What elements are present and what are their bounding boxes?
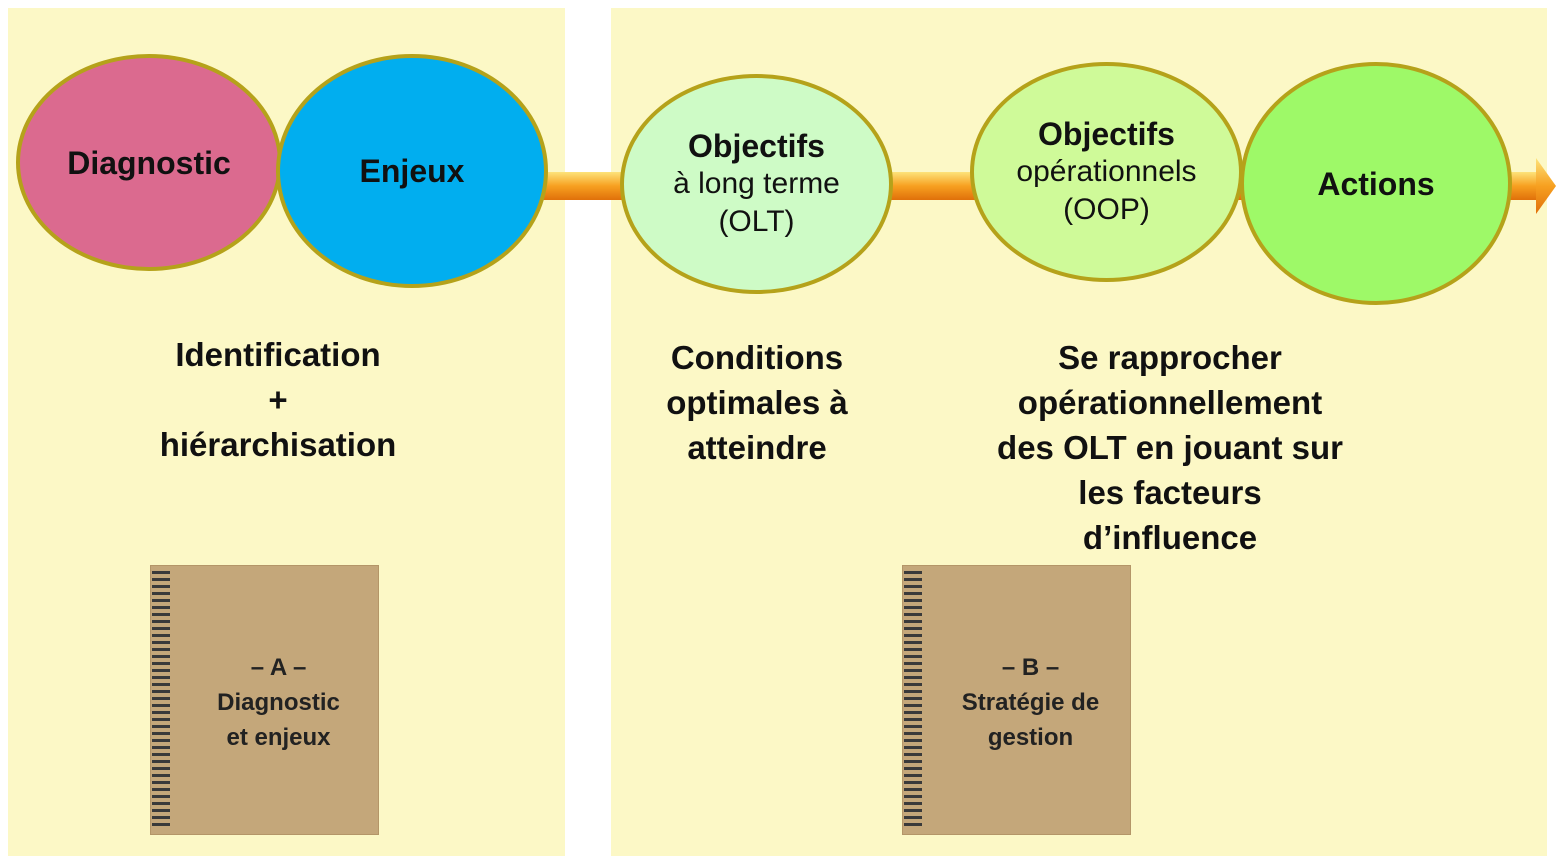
caption-line: des OLT en jouant sur	[997, 429, 1343, 466]
olt-line2: (OLT)	[718, 205, 795, 238]
caption-line: Identification	[175, 336, 381, 373]
diagnostic-circle: Diagnostic	[16, 54, 282, 271]
rapprocher-caption: Se rapprocher opérationnellement des OLT…	[930, 335, 1410, 560]
oop-circle: Objectifs opérationnels (OOP)	[970, 62, 1243, 282]
arrow-head	[1536, 158, 1556, 214]
olt-circle: Objectifs à long terme (OLT)	[620, 74, 893, 294]
olt-title: Objectifs	[688, 128, 825, 164]
notebook-line: Stratégie de	[961, 689, 1100, 716]
spiral-binding	[902, 571, 924, 829]
enjeux-label: Enjeux	[359, 153, 465, 189]
oop-title: Objectifs	[1038, 116, 1175, 152]
notebook-a: – A – Diagnostic et enjeux	[150, 565, 379, 835]
actions-label: Actions	[1317, 165, 1435, 202]
caption-line: les facteurs	[1078, 474, 1262, 511]
caption-line: Conditions	[670, 339, 844, 376]
actions-circle: Actions	[1240, 62, 1512, 305]
diagnostic-label: Diagnostic	[67, 144, 231, 181]
notebook-letter: – A –	[250, 654, 307, 681]
conditions-caption: Conditions optimales à atteindre	[628, 335, 886, 470]
caption-line: d’influence	[1082, 519, 1258, 556]
olt-line1: à long terme	[673, 167, 840, 200]
notebook-line: et enjeux	[226, 724, 331, 751]
caption-line: atteindre	[687, 429, 827, 466]
identification-caption: Identification + hiérarchisation	[118, 332, 438, 467]
notebook-line: gestion	[987, 724, 1074, 751]
caption-line: Se rapprocher	[1058, 339, 1282, 376]
notebook-b-text: – B – Stratégie de gestion	[934, 650, 1127, 755]
oop-line2: (OOP)	[1063, 193, 1150, 226]
caption-line: opérationnellement	[1017, 384, 1323, 421]
caption-line: optimales à	[666, 384, 848, 421]
caption-line: hiérarchisation	[159, 426, 397, 463]
enjeux-circle: Enjeux	[276, 54, 548, 288]
notebook-a-text: – A – Diagnostic et enjeux	[182, 650, 375, 755]
notebook-letter: – B –	[1001, 654, 1060, 681]
notebook-line: Diagnostic	[217, 689, 340, 716]
oop-line1: opérationnels	[1016, 155, 1197, 188]
caption-line: +	[268, 381, 288, 418]
spiral-binding	[150, 571, 172, 829]
notebook-b: – B – Stratégie de gestion	[902, 565, 1131, 835]
